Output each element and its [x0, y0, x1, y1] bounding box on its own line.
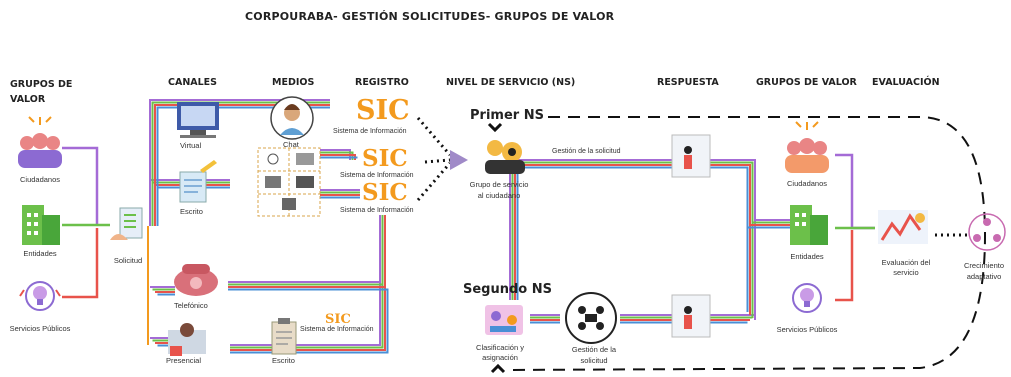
header-grupos-right: GRUPOS DE VALOR: [756, 77, 857, 88]
citizens-icon: [18, 116, 62, 168]
dotted-arrows: [416, 117, 452, 201]
right-group-entidades: Entidades: [790, 252, 824, 261]
written-clipboard-icon: [271, 318, 297, 355]
virtual-computer-icon: [177, 102, 219, 138]
channel-telefonico: Telefónico: [174, 301, 208, 310]
solicitud-label: Solicitud: [113, 256, 143, 265]
primer-ns-label: Primer NS: [470, 108, 544, 123]
evaluacion-line2: servicio: [893, 268, 919, 277]
header-evaluacion: EVALUACIÓN: [872, 77, 940, 88]
sic-sub-4: Sistema de Información: [300, 326, 374, 333]
crecimiento-line1: Crecimiento: [963, 261, 1005, 270]
grupo-servicio-line1: Grupo de servicio: [469, 180, 529, 189]
left-group-entidades: Entidades: [23, 249, 57, 258]
channel-virtual: Virtual: [180, 141, 202, 150]
gestion-solicitud-label: Gestión de la solicitud: [552, 148, 621, 155]
grupo-servicio-line2: al ciudadano: [477, 191, 521, 200]
header-grupos-left: GRUPOS DE: [10, 79, 73, 90]
right-group-connectors: [835, 153, 875, 302]
written-document-icon: [179, 160, 217, 203]
media-grid-icon: [257, 147, 321, 217]
segundo-ns-label: Segundo NS: [463, 282, 553, 297]
sic-sub-2: Sistema de Información: [340, 172, 414, 179]
gestion2-line2: solicitud: [580, 356, 608, 365]
clasificacion-line2: asignación: [482, 353, 518, 362]
solicitud-icon: [110, 207, 143, 240]
header-respuesta: RESPUESTA: [657, 77, 719, 88]
crecimiento-line2: adaptativo: [966, 272, 1002, 281]
sic-label-3: SIC: [362, 179, 408, 206]
response-icon-2: [671, 294, 711, 338]
telephone-icon: [174, 264, 218, 296]
clasificacion-icon: [485, 305, 523, 335]
medio-chat: Chat: [283, 140, 299, 149]
page-title: CORPOURABA- GESTIÓN SOLICITUDES- GRUPOS …: [245, 10, 615, 23]
service-level-lines: [509, 159, 790, 324]
right-group-ciudadanos: Ciudadanos: [786, 179, 828, 188]
meeting-icon: [565, 292, 617, 344]
right-group-servicios: Servicios Públicos: [776, 325, 838, 334]
header-registro: REGISTRO: [355, 77, 409, 88]
evaluation-icon: [878, 210, 928, 244]
channel-escrito: Escrito: [180, 207, 203, 216]
public-services-icon: [19, 281, 61, 311]
left-group-ciudadanos: Ciudadanos: [19, 175, 61, 184]
sic-label-1: SIC: [356, 95, 410, 126]
header-canales: CANALES: [168, 77, 218, 88]
in-person-icon: [168, 323, 206, 356]
feedback-loop: [504, 116, 987, 371]
citizens-right-icon: [785, 121, 829, 173]
clasificacion-line1: Clasificación y: [476, 343, 524, 352]
header-medios: MEDIOS: [272, 77, 315, 88]
chat-agent-icon: [270, 96, 314, 140]
sic-column: [379, 215, 386, 287]
primer-ns-down-arrow-icon: [487, 122, 503, 133]
evaluacion-line1: Evaluación del: [881, 258, 931, 267]
service-group-icon: [485, 140, 525, 174]
channel-presencial: Presencial: [166, 356, 202, 365]
channel-escrito-2: Escrito: [272, 356, 295, 365]
sic-sub-3: Sistema de Información: [340, 207, 414, 214]
sic-sub-1: Sistema de Información: [333, 128, 407, 135]
entities-icon: [22, 205, 60, 245]
response-icon-1: [671, 134, 711, 178]
arrow-head-nivel: [450, 150, 468, 170]
sic-label-2: SIC: [362, 145, 408, 172]
left-group-connectors: [62, 146, 110, 299]
entities-right-icon: [790, 205, 828, 245]
sic-label-4: SIC: [325, 312, 351, 327]
header-nivel: NIVEL DE SERVICIO (NS): [446, 77, 576, 88]
segundo-ns-up-arrow-icon: [490, 363, 506, 374]
header-grupos-left-2: VALOR: [10, 94, 46, 105]
growth-icon: [968, 213, 1006, 251]
medios-lines: [228, 149, 389, 354]
public-services-right-icon: [792, 283, 822, 313]
gestion2-line1: Gestión de la: [571, 345, 617, 354]
left-group-servicios: Servicios Públicos: [9, 324, 71, 333]
